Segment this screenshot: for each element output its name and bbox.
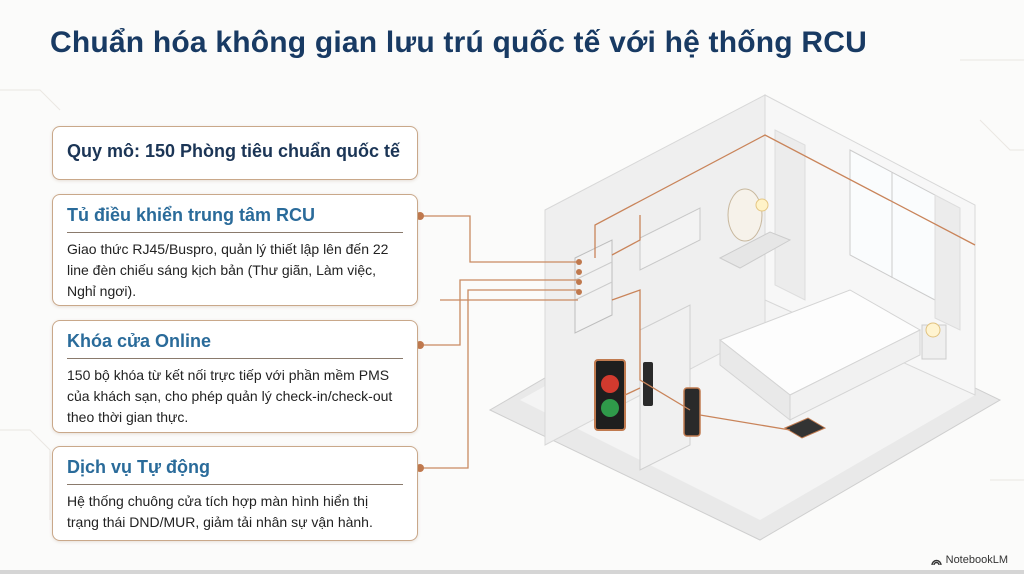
desk	[718, 231, 792, 269]
dnd-indicator	[601, 375, 619, 393]
divider	[67, 358, 403, 359]
connector-lines	[420, 215, 578, 469]
rcu-wiring	[594, 134, 976, 431]
circuit-background	[0, 59, 1024, 520]
feature-heading: Tủ điều khiển trung tâm RCU	[67, 205, 316, 225]
entrance-wall	[639, 304, 691, 471]
keycard-switch	[643, 362, 653, 406]
feature-heading: Dịch vụ Tự động	[67, 457, 211, 477]
feature-card-rcu: Tủ điều khiển trung tâm RCU Giao thức RJ…	[52, 194, 418, 306]
door-lock	[683, 387, 701, 437]
mirror	[727, 188, 763, 242]
brand-label: NotebookLM	[945, 554, 1008, 566]
scale-text: Quy mô: 150 Phòng tiêu chuẩn quốc tế	[67, 141, 401, 161]
scale-card: Quy mô: 150 Phòng tiêu chuẩn quốc tế	[52, 126, 418, 180]
feature-heading: Khóa cửa Online	[67, 331, 212, 351]
rcu-cabinet	[574, 239, 613, 334]
page-title: Chuẩn hóa không gian lưu trú quốc tế với…	[50, 26, 867, 59]
doorbell-display	[594, 359, 626, 431]
notebooklm-logo-icon	[930, 559, 942, 565]
tv	[639, 207, 701, 271]
mur-indicator	[601, 399, 619, 417]
bottom-bar	[0, 570, 1024, 574]
divider	[67, 232, 403, 233]
bedside-panel	[783, 417, 827, 439]
feature-body: Giao thức RJ45/Buspro, quản lý thiết lập…	[67, 241, 389, 299]
divider	[67, 484, 403, 485]
feature-card-door-lock: Khóa cửa Online 150 bộ khóa từ kết nối t…	[52, 320, 418, 433]
feature-body: Hệ thống chuông cửa tích hợp màn hình hi…	[67, 493, 373, 530]
feature-card-automation: Dịch vụ Tự động Hệ thống chuông cửa tích…	[52, 446, 418, 541]
connector-dots	[416, 212, 582, 472]
notebooklm-watermark: NotebookLM	[930, 554, 1008, 566]
feature-body: 150 bộ khóa từ kết nối trực tiếp với phầ…	[67, 367, 393, 425]
